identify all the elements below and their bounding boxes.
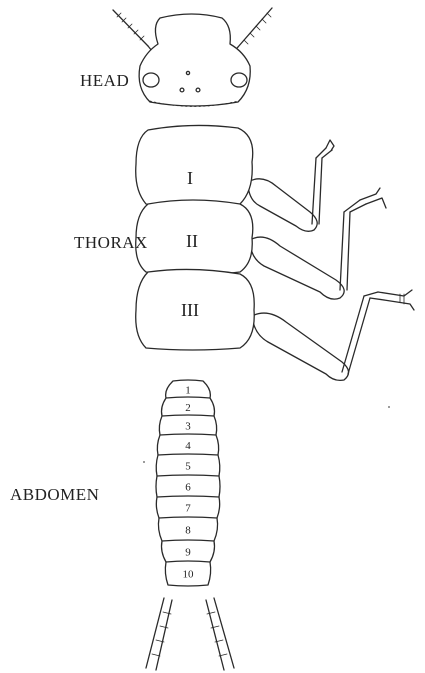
- left-antenna: [113, 10, 156, 56]
- speck: [143, 461, 145, 463]
- abdomen-segment-7-label: 7: [185, 503, 191, 515]
- abdomen-group: 1 2 3 4 5 6 7 8 9 10: [156, 380, 220, 586]
- thorax-segment-1: [136, 125, 253, 207]
- abdomen-segment-4-label: 4: [185, 440, 191, 452]
- leg-1: [248, 140, 334, 231]
- thorax-segment-2-label: II: [186, 231, 198, 251]
- abdomen-segment-2-label: 2: [185, 402, 191, 414]
- leg-3: [252, 290, 414, 380]
- thorax-group: I II III: [136, 125, 414, 380]
- cerci: [146, 598, 234, 670]
- abdomen-segment-8-label: 8: [185, 525, 191, 537]
- abdomen-segment-6-label: 6: [185, 482, 191, 494]
- abdomen-segment-1-label: 1: [185, 385, 191, 397]
- label-abdomen: ABDOMEN: [10, 485, 99, 504]
- label-thorax: THORAX: [74, 233, 148, 252]
- abdomen-segment-3-label: 3: [185, 421, 191, 433]
- abdomen-segment-10-label: 10: [183, 569, 195, 581]
- label-head: HEAD: [80, 71, 129, 90]
- head-group: [113, 8, 272, 107]
- abdomen-segment-9-label: 9: [185, 547, 191, 559]
- speck: [388, 406, 390, 408]
- thorax-segment-1-label: I: [187, 168, 193, 188]
- abdomen-segment-5-label: 5: [185, 461, 191, 473]
- head-capsule: [139, 14, 250, 106]
- thorax-segment-3-label: III: [181, 300, 199, 320]
